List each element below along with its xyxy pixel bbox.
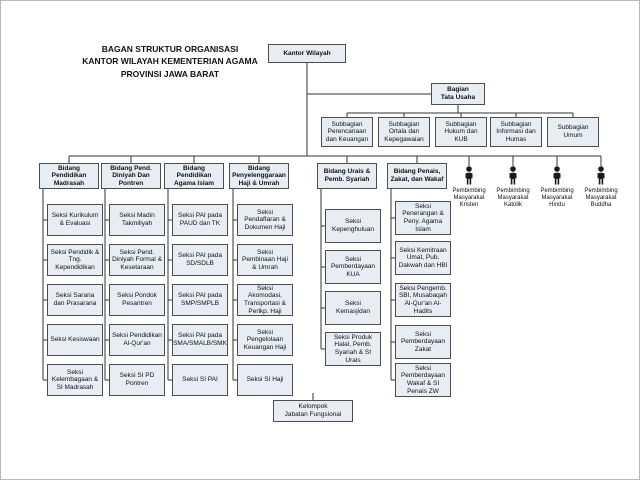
seksi-box: Seksi Penerangan & Peny. Agama Islam: [395, 201, 451, 235]
seksi-box: Seksi Sarana dan Prasarana: [47, 284, 103, 316]
node-kelompok-line: Jabatan Fungsional: [284, 411, 342, 418]
bidang-header-penais-zakat-wakaf: Bidang Penais, Zakat, dan Wakaf: [387, 163, 447, 189]
seksi-box: Seksi Akomodasi, Transportasi & Perlkp. …: [237, 284, 293, 316]
subbagian-box-umum: Subbagian Umum: [547, 117, 599, 147]
seksi-box: Seksi Pendaftaran & Dokumen Haji: [237, 204, 293, 236]
seksi-box: Seksi SI PAI: [172, 364, 228, 396]
seksi-box: Seksi SI PD Pontren: [109, 364, 165, 396]
seksi-box: Seksi Kemitraan Umat, Pub. Dakwah dan HB…: [395, 241, 451, 275]
node-bagian-tata-usaha: Bagian Tata Usaha: [431, 83, 485, 105]
seksi-box: Seksi PAI pada SMP/SMPLB: [172, 284, 228, 316]
node-kelompok-line: Kelompok: [298, 403, 328, 411]
seksi-box: Seksi Kurikulum & Evaluasi: [47, 204, 103, 236]
bidang-header-penyelenggaraan-haji-umrah: Bidang Penyelenggaraan Haji & Umrah: [229, 163, 289, 189]
bidang-header-urais-pemb-syariah: Bidang Urais & Pemb. Syariah: [317, 163, 377, 189]
pembimbing-buddha-figure: [593, 166, 609, 185]
seksi-box: Seksi Kesiswaan: [47, 324, 103, 356]
subbagian-box-ortala-kepegawaian: Subbagian Ortala dan Kepegawaian: [378, 117, 430, 147]
subbagian-box-informasi-humas: Subbagian Informasi dan Humas: [490, 117, 542, 147]
node-kantor-wilayah: Kantor Wilayah: [268, 44, 346, 63]
pembimbing-katolik-figure: [505, 166, 521, 185]
chart-title-line: BAGAN STRUKTUR ORGANISASI: [101, 44, 239, 54]
chart-title-line: KANTOR WILAYAH KEMENTERIAN AGAMA: [82, 56, 258, 67]
pembimbing-buddha-label: Pembimbing Masyarakat Buddha: [584, 188, 618, 209]
pembimbing-hindu-figure: [549, 166, 565, 185]
person-icon: [465, 166, 473, 185]
seksi-box: Seksi Pendidikan Al-Qur'an: [109, 324, 165, 356]
seksi-box: Seksi Pemberdayaan Wakaf & SI Penais ZW: [395, 363, 451, 397]
seksi-box: Seksi Pengemb. SBI, Musabaqah Al-Qur'an …: [395, 283, 451, 317]
seksi-box: Seksi PAI pada SD/SDLB: [172, 244, 228, 276]
person-icon: [509, 166, 517, 185]
seksi-box: Seksi Pondok Pesantren: [109, 284, 165, 316]
bidang-header-pendidikan-madrasah: Bidang Pendidikan Madrasah: [39, 163, 99, 189]
node-bagian-tata-usaha-line: Bagian: [447, 86, 469, 94]
bidang-header-pend-diniyah-pontren: Bidang Pend. Diniyah Dan Pontren: [101, 163, 161, 189]
subbagian-box-hukum-kub: Subbagian Hukum dan KUB: [435, 117, 487, 147]
chart-title: BAGAN STRUKTUR ORGANISASI KANTOR WILAYAH…: [61, 43, 279, 80]
seksi-box: Seksi Kepenghuluan: [325, 209, 381, 243]
pembimbing-kristen-figure: [461, 166, 477, 185]
seksi-box: Seksi PAI pada PAUD dan TK: [172, 204, 228, 236]
seksi-box: Seksi SI Haji: [237, 364, 293, 396]
seksi-box: Seksi Pendidik & Tng. Kependidikan: [47, 244, 103, 276]
node-bagian-tata-usaha-line: Tata Usaha: [440, 94, 476, 101]
seksi-box: Seksi Pend. Diniyah Formal & Kesetaraan: [109, 244, 165, 276]
seksi-box: Seksi Kemasjidan: [325, 291, 381, 325]
seksi-box: Seksi Produk Halal, Pemb. Syariah & SI U…: [325, 332, 381, 366]
pembimbing-katolik-label: Pembimbing Masyarakat Katolik: [496, 188, 530, 209]
bidang-header-pendidikan-agama-islam: Bidang Pendidikan Agama Islam: [164, 163, 224, 189]
seksi-box: Seksi Pemberdayaan KUA: [325, 250, 381, 284]
seksi-box: Seksi Kelembagaan & SI Madrasah: [47, 364, 103, 396]
chart-title-line: PROVINSI JAWA BARAT: [120, 68, 220, 79]
pembimbing-hindu-label: Pembimbing Masyarakat Hindu: [540, 188, 574, 209]
seksi-box: Seksi Pemberdayaan Zakat: [395, 325, 451, 359]
pembimbing-kristen-label: Pembimbing Masyarakat Kristen: [452, 188, 486, 209]
person-icon: [553, 166, 561, 185]
seksi-box: Seksi PAI pada SMA/SMALB/SMK: [172, 324, 228, 356]
node-kelompok-jabatan-fungsional: Kelompok Jabatan Fungsional: [273, 400, 353, 422]
subbagian-box-perencanaan-keuangan: Subbagian Perencanaan dan Keuangan: [321, 117, 373, 147]
person-icon: [597, 166, 605, 185]
seksi-box: Seksi Madin Takmiliyah: [109, 204, 165, 236]
seksi-box: Seksi Pembinaan Haji & Umrah: [237, 244, 293, 276]
seksi-box: Seksi Pengelolaan Keuangan Haji: [237, 324, 293, 356]
